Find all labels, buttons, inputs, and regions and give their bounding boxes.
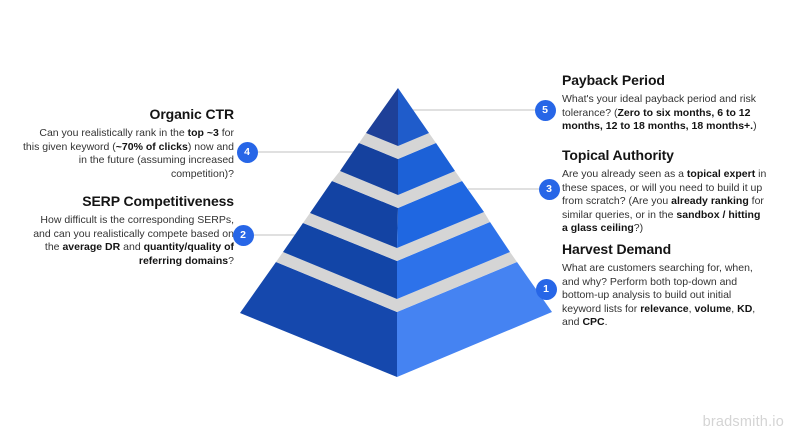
- annotation-payback-period-body: What's your ideal payback period and ris…: [562, 93, 757, 133]
- annotation-serp-competitiveness-body: How difficult is the corresponding SERPs…: [33, 214, 234, 267]
- step-badge-5: 5: [534, 99, 556, 121]
- annotation-serp-competitiveness-title: SERP Competitiveness: [82, 193, 234, 209]
- step-badge-5-number: 5: [542, 104, 548, 116]
- pyramid-level-2-left-face: [283, 223, 397, 299]
- pyramid-gap-2-3: [303, 212, 490, 261]
- annotation-serp-competitiveness: SERP Competitiveness How difficult is th…: [22, 193, 234, 268]
- watermark-link[interactable]: bradsmith.io: [702, 414, 784, 430]
- step-badge-2-number: 2: [240, 229, 246, 241]
- annotation-topical-authority-body: Are you already seen as a topical expert…: [562, 168, 767, 235]
- annotation-topical-authority: Topical Authority Are you already seen a…: [562, 147, 768, 236]
- annotation-organic-ctr: Organic CTR Can you realistically rank i…: [22, 106, 234, 181]
- annotation-harvest-demand-title: Harvest Demand: [562, 241, 672, 257]
- annotation-payback-period: Payback Period What's your ideal payback…: [562, 72, 768, 134]
- annotation-harvest-demand: Harvest Demand What are customers search…: [562, 241, 768, 330]
- pyramid-gap-3-4: [332, 171, 462, 208]
- step-badge-3: 3: [538, 178, 560, 200]
- annotation-harvest-demand-body: What are customers searching for, when, …: [562, 262, 756, 329]
- step-badge-1-number: 1: [543, 283, 549, 295]
- step-badge-2: 2: [232, 224, 254, 246]
- pyramid-level-4-right-face: [398, 143, 455, 195]
- pyramid-gap-1-2: [276, 252, 517, 312]
- pyramid-level-1-left-face: [240, 262, 397, 377]
- pyramid-level-4-left-face: [340, 143, 398, 195]
- annotation-payback-period-title: Payback Period: [562, 72, 665, 88]
- pyramid-gap-4-5: [359, 133, 436, 159]
- pyramid-level-5-left-face: [366, 88, 398, 146]
- step-badge-1: 1: [535, 278, 557, 300]
- pyramid-level-3-left-face: [310, 181, 398, 248]
- step-badge-4-number: 4: [244, 146, 250, 158]
- annotation-organic-ctr-body: Can you realistically rank in the top ~3…: [22, 127, 234, 180]
- pyramid-level-3-right-face: [397, 181, 484, 248]
- pyramid-level-5-right-face: [398, 88, 429, 146]
- annotation-organic-ctr-title: Organic CTR: [149, 106, 235, 122]
- pyramid-level-2-right-face: [397, 222, 510, 299]
- step-badge-4: 4: [236, 141, 258, 163]
- annotation-topical-authority-title: Topical Authority: [562, 147, 674, 163]
- step-badge-3-number: 3: [546, 183, 552, 195]
- pyramid-level-1-right-face: [397, 262, 552, 377]
